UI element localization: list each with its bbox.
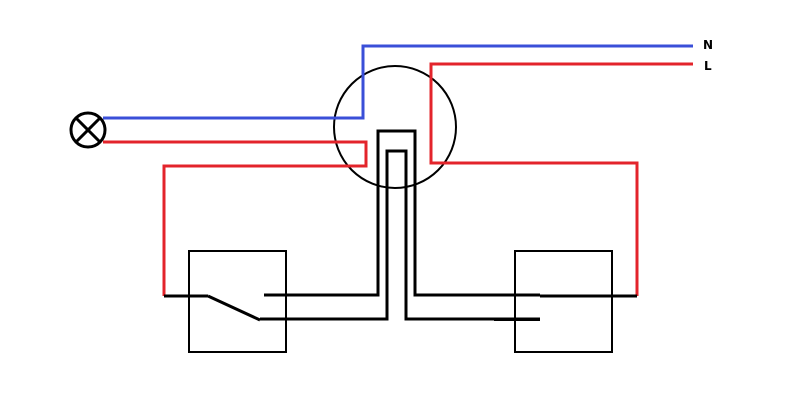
- live-label: L: [704, 59, 712, 73]
- strapper-wire-outer: [264, 129, 540, 297]
- switched-live-wire: [103, 140, 368, 296]
- strapper-wire-inner: [260, 149, 540, 321]
- switch-left-lever: [207, 294, 261, 322]
- neutral-wire: [103, 44, 693, 120]
- lamp-icon: [69, 111, 107, 149]
- switch-left-box: [188, 250, 287, 353]
- neutral-label: N: [703, 38, 713, 52]
- live-wire-supply: [429, 62, 693, 296]
- switch-right-box: [514, 250, 613, 353]
- junction-box: [333, 65, 457, 189]
